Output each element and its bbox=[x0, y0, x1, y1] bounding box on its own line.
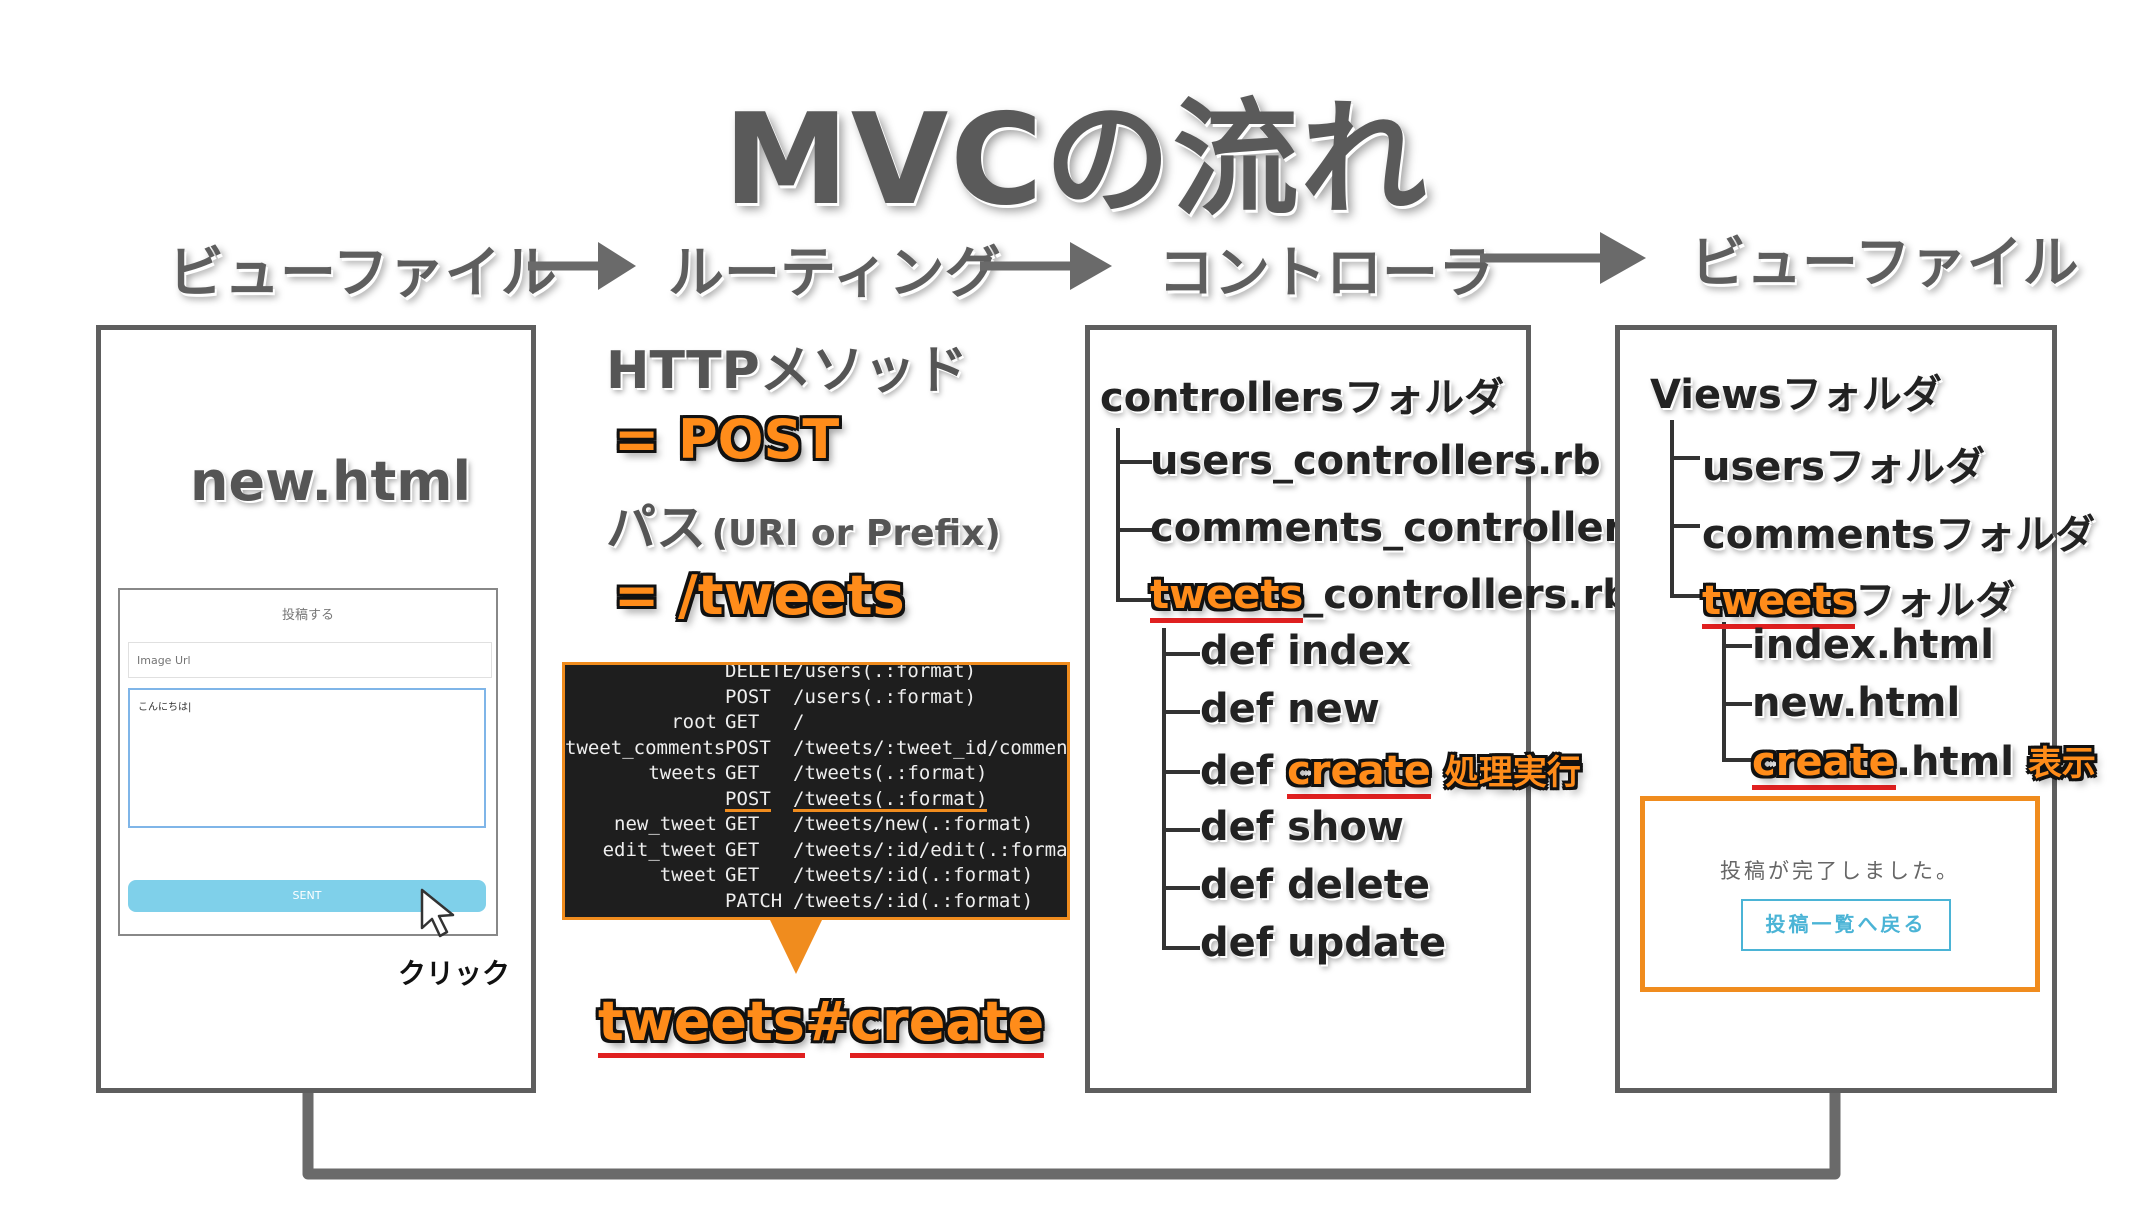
step-routing: ルーティング bbox=[668, 241, 1001, 306]
back-to-list-button[interactable]: 投稿一覧へ戻る bbox=[1741, 899, 1951, 951]
route-verb: GET bbox=[725, 762, 760, 784]
controller-file-tweets: tweets_controllers.rb bbox=[1150, 572, 1631, 623]
route-verb: GET bbox=[725, 813, 760, 835]
method-item: def show bbox=[1200, 804, 1404, 850]
route-prefix: edit_tweet bbox=[602, 838, 717, 861]
result-preview: 投稿が完了しました。 投稿一覧へ戻る bbox=[1640, 796, 2040, 992]
route-verb: GET bbox=[725, 838, 760, 861]
route-verb: GET bbox=[725, 711, 760, 733]
complete-message: 投稿が完了しました。 bbox=[1720, 859, 1960, 883]
step-view-file-1: ビューファイル bbox=[168, 241, 557, 306]
route-verb: GET bbox=[725, 864, 760, 886]
view-file-name: new.html bbox=[190, 450, 472, 513]
arrow-right-icon bbox=[528, 242, 636, 290]
create-highlight: create bbox=[1752, 739, 1896, 790]
views-folder: Viewsフォルダ bbox=[1650, 372, 1942, 418]
route-verb: POST bbox=[725, 685, 771, 708]
form-heading: 投稿する bbox=[281, 608, 334, 623]
route-path: /tweets(.:format) bbox=[793, 787, 988, 812]
controller-panel bbox=[1085, 325, 1531, 1093]
method-item: def new bbox=[1200, 686, 1380, 732]
controllers-folder: controllersフォルダ bbox=[1100, 375, 1505, 421]
action-controller: tweets bbox=[598, 990, 805, 1058]
route-path: /tweets/:id/edit(.:format) bbox=[793, 838, 1070, 861]
route-path: / bbox=[793, 711, 805, 733]
image-url-input[interactable] bbox=[128, 642, 492, 678]
http-method-value: = POST bbox=[614, 408, 840, 471]
action-method: create bbox=[850, 990, 1045, 1058]
create-highlight: create bbox=[1287, 748, 1431, 799]
routes-table: DELETE/users(.:format) POST/users(.:forma… bbox=[562, 662, 1070, 920]
view-file: index.html bbox=[1752, 622, 1994, 668]
route-verb: POST bbox=[725, 736, 771, 759]
action-separator: # bbox=[804, 990, 851, 1053]
views-subfolder-suffix: フォルダ bbox=[1855, 578, 2016, 624]
display-note: 表示 bbox=[2027, 744, 2096, 784]
step-view-file-2: ビューファイル bbox=[1690, 231, 2079, 296]
route-verb: DELETE bbox=[725, 662, 794, 682]
controller-file-suffix: _controllers.rb bbox=[1303, 572, 1631, 618]
path-label-jp: パス bbox=[606, 499, 706, 557]
route-path: /tweets/new(.:format) bbox=[793, 813, 1034, 835]
route-verb: PATCH bbox=[725, 889, 783, 912]
route-prefix: tweet_comments bbox=[565, 736, 726, 759]
method-item-create: def create 処理実行 bbox=[1200, 745, 1581, 799]
route-path: /tweets/:id(.:format) bbox=[793, 889, 1034, 912]
method-item: def update bbox=[1200, 920, 1447, 966]
path-value: = /tweets bbox=[614, 564, 905, 627]
views-subfolder-tweets: tweetsフォルダ bbox=[1702, 568, 2016, 629]
route-path: /tweets(.:format) bbox=[793, 762, 988, 784]
controller-file: users_controllers.rb bbox=[1150, 438, 1601, 484]
route-path: /users(.:format) bbox=[793, 685, 977, 708]
view-file-create: create.html 表示 bbox=[1752, 736, 2096, 790]
view-file-suffix: .html bbox=[1895, 739, 2014, 785]
path-label-en: (URI or Prefix) bbox=[711, 513, 1001, 554]
post-form: 投稿する こんにちは| SENT bbox=[118, 588, 498, 938]
tweet-textarea[interactable]: こんにちは| bbox=[128, 688, 486, 828]
cursor-icon bbox=[420, 888, 455, 938]
route-prefix: tweets bbox=[648, 762, 717, 784]
tweets-highlight: tweets bbox=[1702, 578, 1856, 629]
http-method-label: HTTPメソッド bbox=[606, 341, 968, 401]
method-item: def index bbox=[1200, 628, 1411, 674]
arrow-right-icon bbox=[1480, 232, 1646, 284]
route-prefix: new_tweet bbox=[614, 813, 717, 835]
route-prefix: tweet bbox=[659, 864, 717, 886]
views-subfolder: commentsフォルダ bbox=[1702, 512, 2096, 558]
step-controller: コントローラ bbox=[1158, 241, 1494, 306]
views-subfolder: usersフォルダ bbox=[1702, 444, 1985, 490]
route-path: /tweets/:tweet_id/comments(.:f bbox=[793, 736, 1068, 759]
route-path: /tweets/:id(.:format) bbox=[793, 864, 1034, 886]
path-label: パス (URI or Prefix) bbox=[606, 488, 1001, 560]
route-path: /users(.:format) bbox=[793, 662, 977, 682]
controller-action: tweets#create bbox=[598, 990, 1045, 1058]
method-item: def delete bbox=[1200, 862, 1430, 908]
click-label: クリック bbox=[398, 957, 511, 990]
arrow-right-icon bbox=[980, 242, 1112, 290]
route-verb: POST bbox=[725, 787, 771, 812]
process-note: 処理実行 bbox=[1444, 753, 1581, 793]
view-file: new.html bbox=[1752, 680, 1961, 726]
tweets-highlight: tweets bbox=[1150, 572, 1304, 623]
route-prefix: root bbox=[671, 711, 717, 733]
page-title: MVCの流れ bbox=[723, 86, 1429, 233]
